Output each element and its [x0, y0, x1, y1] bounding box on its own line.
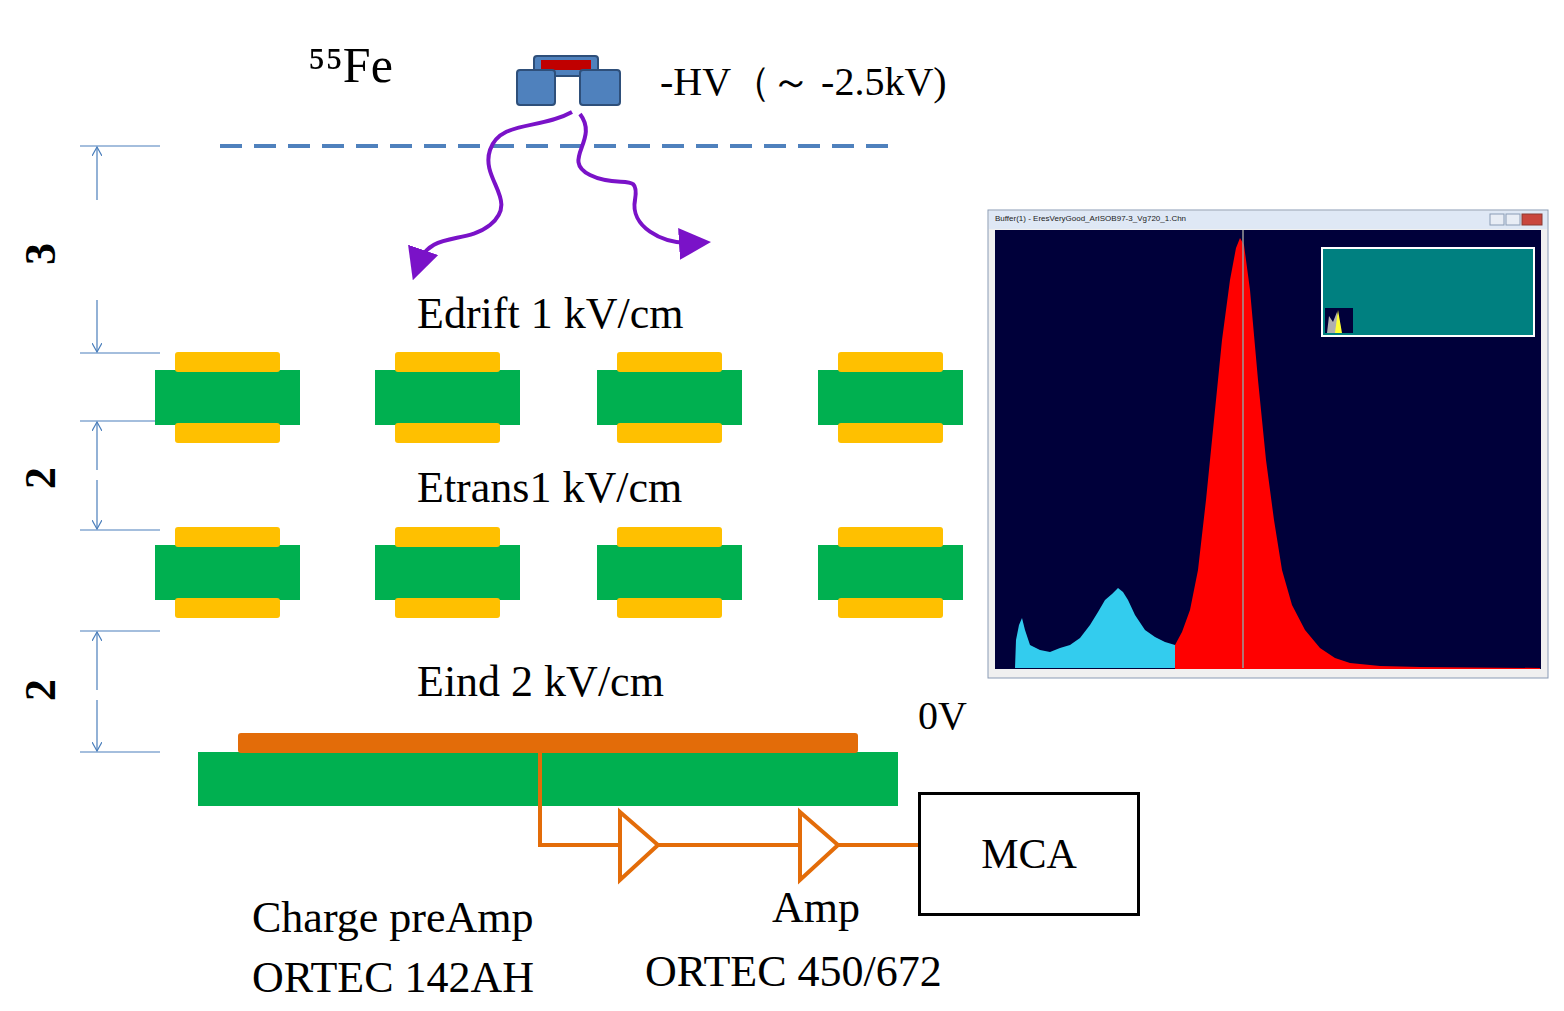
gem-electrode: [175, 352, 280, 372]
device-label: ORTEC 142AH: [252, 956, 534, 1000]
gem-insulator: [818, 370, 963, 425]
gem-electrode: [617, 527, 722, 547]
gem-insulator: [375, 545, 520, 600]
gem-insulator: [597, 370, 742, 425]
field-label: Edrift 1 kV/cm: [417, 292, 683, 336]
readout-anode: [238, 733, 858, 753]
preamp-symbol: [620, 812, 658, 880]
gem-electrode: [838, 598, 943, 618]
gem-electrode: [838, 352, 943, 372]
gem-electrode: [838, 527, 943, 547]
window-title: Buffer(1) - EresVeryGood_ArISOB97-3_Vg72…: [995, 215, 1186, 223]
box-text: MCA: [981, 833, 1077, 875]
gem-insulator: [155, 370, 300, 425]
source-holder: [517, 56, 620, 105]
field-label: Eind 2 kV/cm: [417, 660, 664, 704]
source-label: ⁵⁵Fe: [308, 40, 393, 90]
voltage-label: 0V: [918, 696, 967, 736]
gem-electrode: [395, 598, 500, 618]
readout-board: [198, 752, 898, 806]
dimension-number: 3: [19, 243, 63, 265]
gem-insulator: [155, 545, 300, 600]
gem-electrode: [395, 527, 500, 547]
gem-insulator: [375, 370, 520, 425]
gem-electrode: [617, 352, 722, 372]
amp-symbol: [800, 812, 838, 880]
gem-electrode: [838, 423, 943, 443]
gem-electrode: [617, 598, 722, 618]
gem-electrode: [175, 527, 280, 547]
gem-electrode: [175, 598, 280, 618]
gem-foils: [155, 352, 963, 618]
gem-insulator: [818, 545, 963, 600]
device-label: ORTEC 450/672: [645, 950, 942, 994]
device-label: Amp: [772, 886, 860, 930]
device-label: Charge preAmp: [252, 896, 533, 940]
xray-path: [578, 114, 695, 243]
gem-insulator: [597, 545, 742, 600]
gem-electrode: [617, 423, 722, 443]
xray-path: [418, 112, 572, 265]
dimension-number: 2: [19, 467, 63, 489]
spectrum-screenshot: [988, 210, 1548, 678]
dimension-lines: [80, 146, 160, 752]
gem-electrode: [395, 423, 500, 443]
cathode-plane: [220, 144, 895, 148]
gem-electrode: [395, 352, 500, 372]
voltage-label: -HV（～ -2.5kV): [660, 62, 947, 102]
field-label: Etrans1 kV/cm: [417, 466, 682, 510]
gem-electrode: [175, 423, 280, 443]
dimension-number: 2: [19, 679, 63, 701]
signal-wire: [540, 753, 920, 845]
instrument-box: MCA: [918, 792, 1140, 916]
